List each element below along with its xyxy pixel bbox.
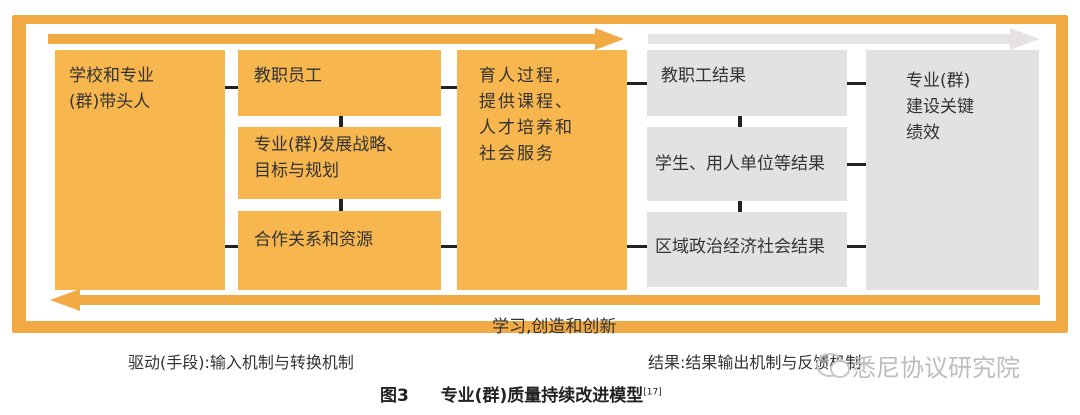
- process-text: 育人过程, 提供课程、 人才培养和 社会服务: [479, 66, 574, 164]
- watermark-text: 悉尼协议研究院: [852, 354, 1020, 382]
- leaders-box: 学校和专业 (群)带头人: [55, 50, 225, 290]
- regional-results-box: 区域政治经济社会结果: [647, 212, 847, 287]
- figure-title: 专业(群)质量持续改进模型: [440, 386, 644, 406]
- connector-regionalres-kpi: [847, 245, 866, 248]
- results-label: 结果:结果输出机制与反馈机制: [648, 353, 862, 372]
- process-box: 育人过程, 提供课程、 人才培养和 社会服务: [457, 50, 627, 290]
- figure-number: 图3: [380, 386, 409, 406]
- connector-staff-process: [441, 86, 457, 89]
- staff-text: 教职员工: [254, 66, 322, 86]
- resources-text: 合作关系和资源: [254, 230, 373, 250]
- regional-results-text: 区域政治经济社会结果: [655, 237, 825, 257]
- strategy-text: 专业(群)发展战略、 目标与规划: [254, 135, 404, 181]
- leaders-text: 学校和专业 (群)带头人: [69, 66, 154, 112]
- kpi-text: 专业(群) 建设关键 绩效: [906, 71, 974, 143]
- feedback-arrow: [50, 289, 1040, 311]
- connector-staffres-studentres: [738, 116, 742, 127]
- staff-results-box: 教职工结果: [647, 50, 847, 116]
- connector-staff-strategy: [339, 116, 343, 127]
- top-arrow-orange: [48, 28, 624, 50]
- student-results-box: 学生、用人单位等结果: [647, 127, 847, 201]
- strategy-box: 专业(群)发展战略、 目标与规划: [238, 127, 441, 199]
- resources-box: 合作关系和资源: [238, 211, 441, 290]
- connector-studentres-regionalres: [738, 201, 742, 212]
- wechat-logo-icon: [816, 353, 850, 378]
- figure-caption: 图3 专业(群)质量持续改进模型[17]: [380, 381, 662, 406]
- top-arrow-grey: [648, 28, 1040, 50]
- connector-staffres-kpi: [847, 82, 866, 85]
- connector-studentres-kpi: [847, 163, 866, 166]
- connector-leaders-resources: [225, 245, 238, 248]
- connector-strategy-resources: [339, 199, 343, 211]
- connector-process-staff-results: [627, 82, 647, 85]
- kpi-box: 专业(群) 建设关键 绩效: [866, 50, 1039, 290]
- student-results-text: 学生、用人单位等结果: [655, 154, 825, 174]
- driver-label: 驱动(手段):输入机制与转换机制: [128, 353, 354, 372]
- staff-box: 教职员工: [238, 50, 441, 116]
- connector-process-regional-results: [627, 245, 647, 248]
- figure-citation: [17]: [643, 387, 662, 398]
- staff-results-text: 教职工结果: [661, 66, 746, 86]
- connector-resources-process: [441, 245, 457, 248]
- connector-leaders-staff: [225, 86, 238, 89]
- feedback-arrow-label: 学习,创造和创新: [492, 317, 617, 337]
